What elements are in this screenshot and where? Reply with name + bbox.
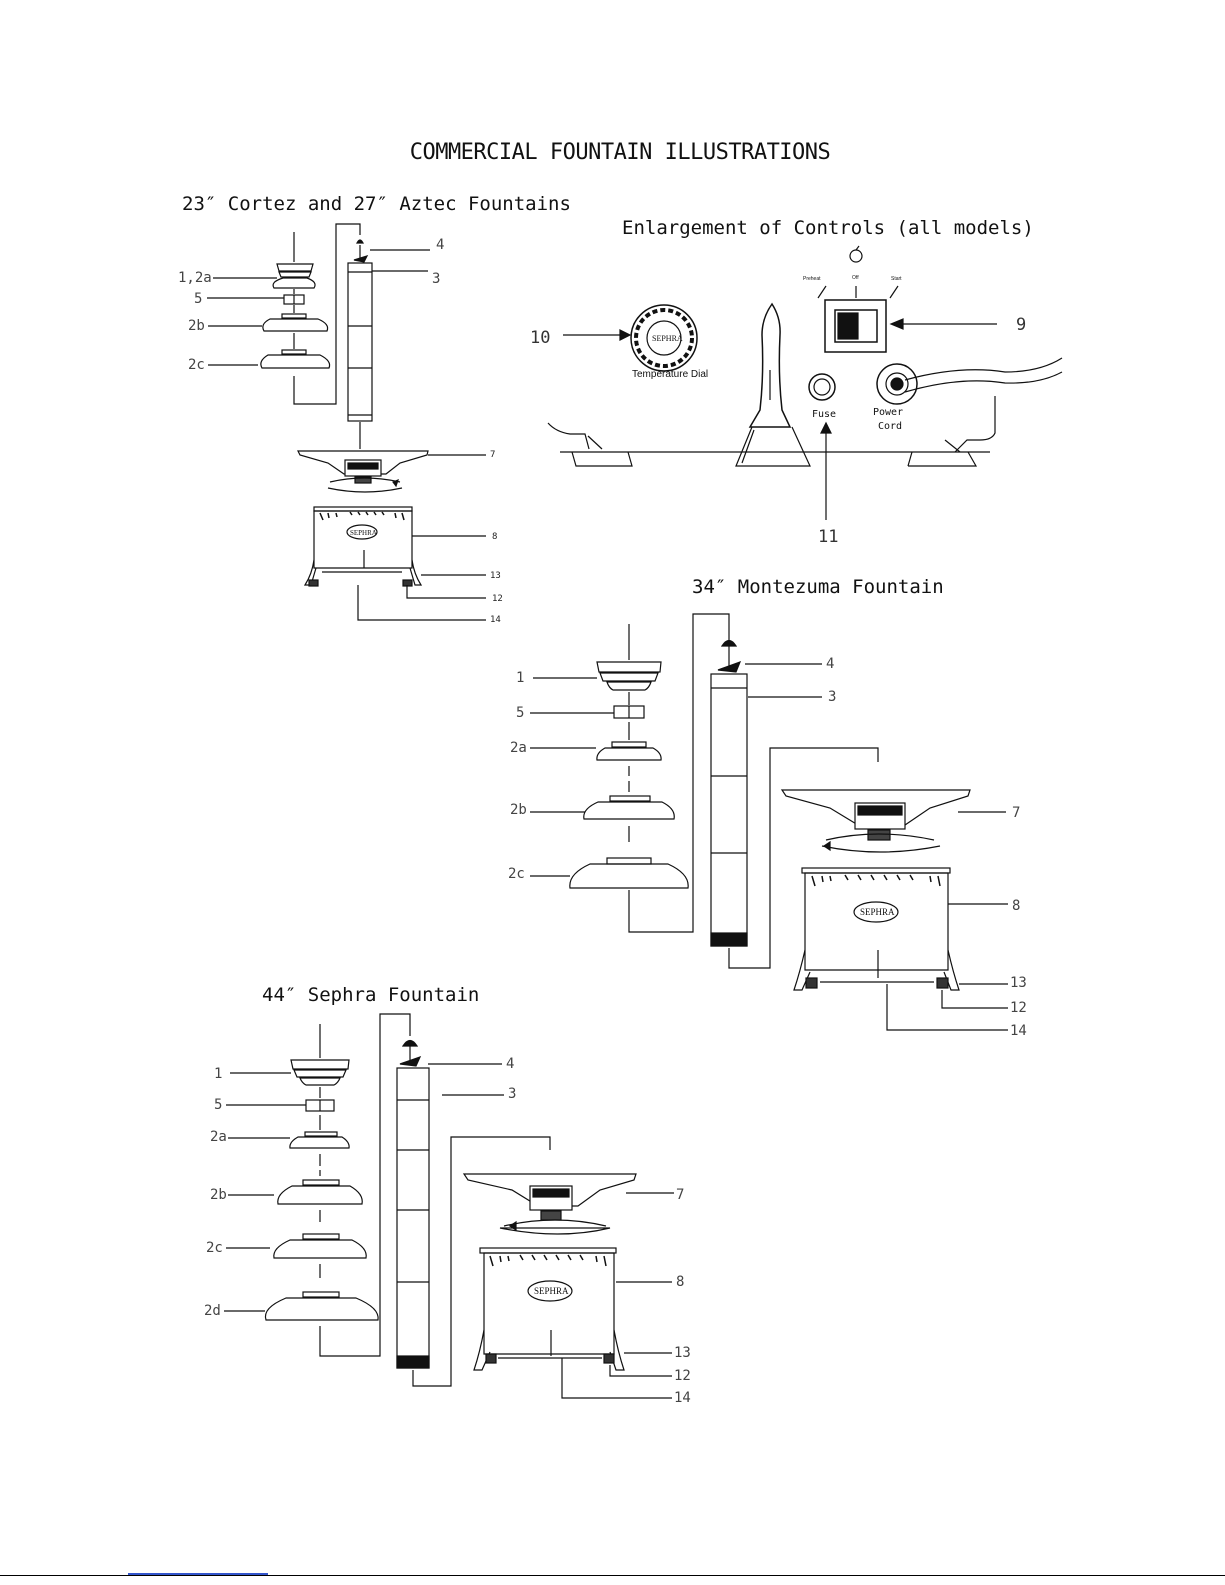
sephra-label-2d: 2d: [204, 1303, 221, 1319]
power-cord-label-line1: Power: [873, 407, 904, 418]
section-title-cortez-aztec: 23″ Cortez and 27″ Aztec Fountains: [182, 193, 571, 215]
cortez-label-3: 3: [432, 271, 441, 287]
section-title-controls: Enlargement of Controls (all models): [622, 217, 1034, 239]
switch-off-label: Off: [852, 275, 859, 281]
cortez-label-14: 14: [490, 615, 501, 625]
sephra-label-8: 8: [676, 1274, 685, 1290]
sephra-label-2c: 2c: [206, 1240, 223, 1256]
controls-enlargement: SEPHRA: [547, 245, 1063, 520]
section-title-montezuma: 34″ Montezuma Fountain: [692, 576, 944, 598]
montezuma-label-5: 5: [516, 705, 525, 721]
sephra-label-2b: 2b: [210, 1187, 227, 1203]
montezuma-fountain-exploded-view: SEPHRA: [530, 613, 1008, 1031]
sephra-label-14: 14: [674, 1390, 691, 1406]
temperature-dial-label: Temperature Dial: [632, 369, 709, 380]
montezuma-label-3: 3: [828, 689, 837, 705]
sephra-label-3: 3: [508, 1086, 517, 1102]
sephra-label-12: 12: [674, 1368, 691, 1384]
controls-label-11: 11: [818, 527, 839, 547]
footer-rule: [0, 1575, 1225, 1576]
montezuma-base-logo: SEPHRA: [860, 907, 895, 917]
cortez-label-2b: 2b: [188, 318, 205, 334]
cortez-label-8: 8: [492, 532, 498, 542]
cortez-label-1-2a: 1,2a: [178, 270, 212, 286]
sephra-label-5: 5: [214, 1097, 223, 1113]
cortez-label-2c: 2c: [188, 357, 205, 373]
montezuma-label-13: 13: [1010, 975, 1027, 991]
sephra-label-1: 1: [214, 1066, 223, 1082]
switch-start-label: Start: [891, 276, 902, 282]
cortez-label-7: 7: [490, 450, 496, 460]
fuse-label: Fuse: [812, 409, 837, 420]
section-title-sephra: 44″ Sephra Fountain: [262, 984, 480, 1006]
sephra-label-13: 13: [674, 1345, 691, 1361]
montezuma-label-8: 8: [1012, 898, 1021, 914]
cortez-base-logo: SEPHRA: [350, 529, 377, 537]
sephra-base-logo: SEPHRA: [534, 1286, 569, 1296]
montezuma-label-4: 4: [826, 656, 835, 672]
sephra-label-4: 4: [506, 1056, 515, 1072]
sephra-label-7: 7: [676, 1187, 685, 1203]
cortez-fountain-exploded-view: SEPHRA: [207, 223, 486, 621]
montezuma-label-12: 12: [1010, 1000, 1027, 1016]
cortez-label-5: 5: [194, 291, 203, 307]
sephra-label-2a: 2a: [210, 1129, 227, 1145]
controls-label-10: 10: [530, 328, 551, 348]
cortez-label-13: 13: [490, 571, 501, 581]
montezuma-label-7: 7: [1012, 805, 1021, 821]
page-title: COMMERCIAL FOUNTAIN ILLUSTRATIONS: [409, 140, 831, 165]
footer-link-underline[interactable]: [128, 1573, 268, 1575]
controls-label-9: 9: [1016, 315, 1027, 335]
switch-preheat-label: Preheat: [803, 276, 821, 282]
montezuma-label-2c: 2c: [508, 866, 525, 882]
cortez-label-12: 12: [492, 594, 503, 604]
cortez-label-4: 4: [436, 237, 445, 253]
power-cord-label-line2: Cord: [878, 421, 903, 432]
montezuma-label-2b: 2b: [510, 802, 527, 818]
dial-logo: SEPHRA: [652, 334, 683, 343]
montezuma-label-14: 14: [1010, 1023, 1027, 1039]
montezuma-label-1: 1: [516, 670, 525, 686]
montezuma-label-2a: 2a: [510, 740, 527, 756]
sephra-fountain-exploded-view: SEPHRA: [224, 1013, 674, 1399]
